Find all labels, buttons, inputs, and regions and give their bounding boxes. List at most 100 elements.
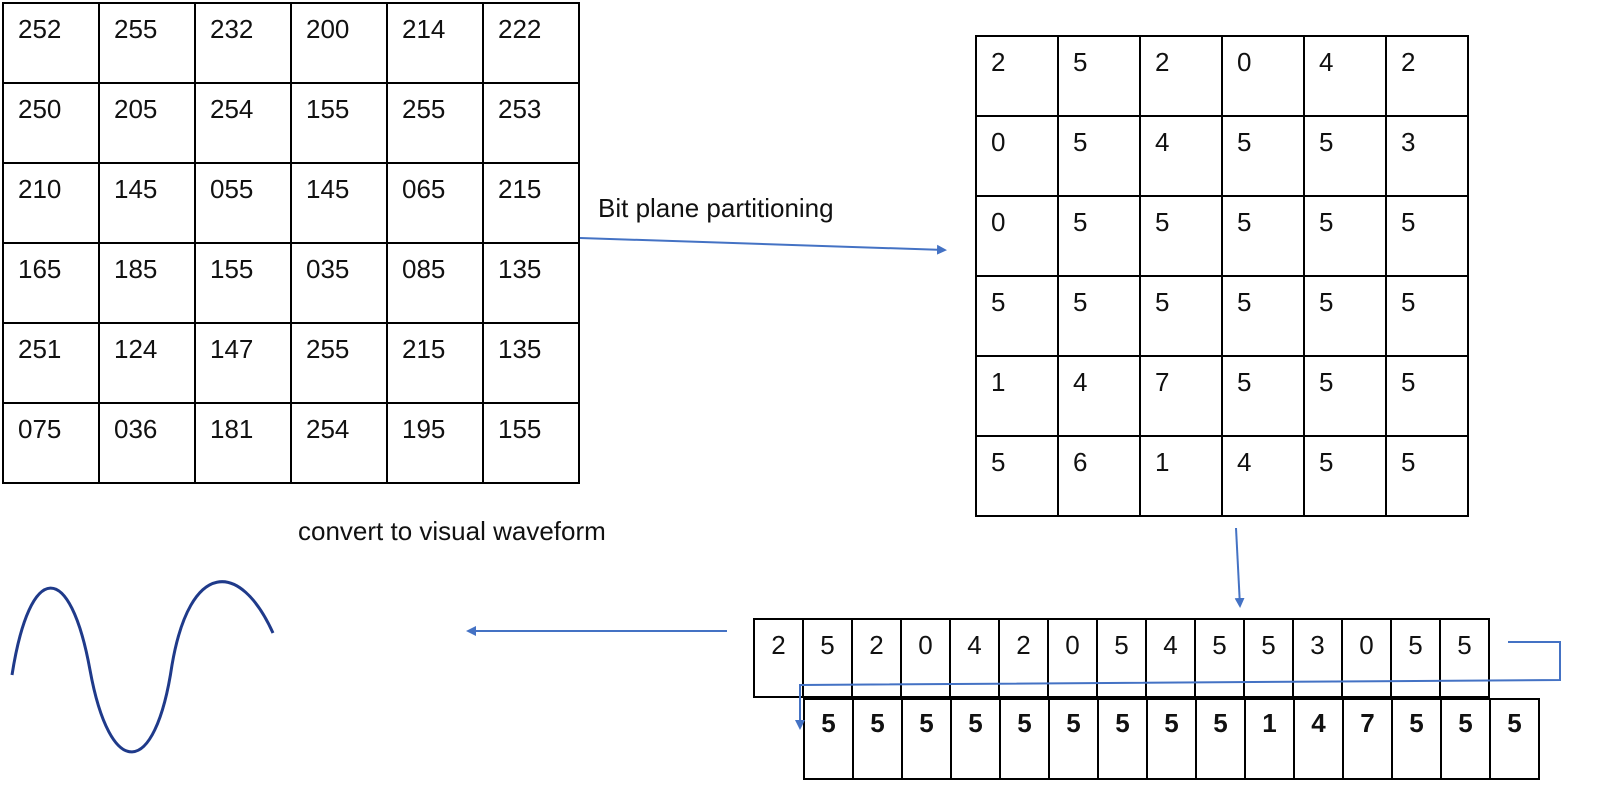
bit-plane-matrix-cell: 5 xyxy=(1057,115,1141,197)
bit-plane-matrix-cell-value: 2 xyxy=(991,47,1006,77)
bit-plane-matrix-cell: 5 xyxy=(1057,195,1141,277)
bit-plane-matrix-cell-value: 5 xyxy=(1401,287,1416,317)
input-matrix-cell: 214 xyxy=(386,2,484,84)
input-matrix-cell: 055 xyxy=(194,162,292,244)
input-matrix-cell: 255 xyxy=(98,2,196,84)
bit-plane-matrix-cell: 5 xyxy=(1221,195,1305,277)
bit-plane-matrix-cell: 5 xyxy=(1221,355,1305,437)
bit-plane-matrix-cell-value: 5 xyxy=(991,287,1006,317)
input-matrix-row: 165 185 155 035 085 135 xyxy=(2,242,580,324)
bit-plane-matrix-cell: 5 xyxy=(1139,275,1223,357)
input-matrix-cell-value: 255 xyxy=(114,14,158,44)
input-matrix-cell: 145 xyxy=(98,162,196,244)
bit-plane-matrix-cell: 5 xyxy=(1139,195,1223,277)
bit-plane-matrix-cell: 1 xyxy=(975,355,1059,437)
bit-plane-matrix-cell: 5 xyxy=(1385,275,1469,357)
bit-plane-matrix-cell: 5 xyxy=(1057,275,1141,357)
bit-plane-matrix-cell-value: 5 xyxy=(1073,287,1088,317)
input-matrix-cell-value: 232 xyxy=(210,14,254,44)
input-matrix-cell-value: 195 xyxy=(402,414,446,444)
input-matrix-cell-value: 214 xyxy=(402,14,446,44)
bit-plane-matrix-cell-value: 5 xyxy=(1155,287,1170,317)
input-matrix-row: 251 124 147 255 215 135 xyxy=(2,322,580,404)
bit-plane-matrix-cell-value: 5 xyxy=(1237,367,1252,397)
bit-plane-matrix-cell: 5 xyxy=(1221,115,1305,197)
bit-plane-matrix-cell-value: 7 xyxy=(1155,367,1170,397)
input-matrix-cell-value: 185 xyxy=(114,254,158,284)
bit-plane-matrix-cell: 7 xyxy=(1139,355,1223,437)
bit-plane-matrix-cell: 5 xyxy=(1303,275,1387,357)
input-matrix-cell-value: 165 xyxy=(18,254,62,284)
input-matrix-cell-value: 200 xyxy=(306,14,350,44)
bit-plane-matrix-cell-value: 2 xyxy=(1401,47,1416,77)
input-matrix-cell-value: 145 xyxy=(114,174,158,204)
bit-plane-matrix-cell-value: 1 xyxy=(991,367,1006,397)
bit-plane-matrix-cell-value: 0 xyxy=(1237,47,1252,77)
input-matrix-cell-value: 155 xyxy=(498,414,542,444)
bit-plane-matrix-cell-value: 5 xyxy=(991,447,1006,477)
input-matrix-cell-value: 215 xyxy=(402,334,446,364)
bit-plane-matrix-cell-value: 4 xyxy=(1073,367,1088,397)
input-matrix-cell: 215 xyxy=(386,322,484,404)
input-matrix-cell-value: 210 xyxy=(18,174,62,204)
input-matrix-cell-value: 255 xyxy=(402,94,446,124)
input-matrix-cell: 155 xyxy=(194,242,292,324)
input-matrix-cell-value: 035 xyxy=(306,254,350,284)
input-matrix-cell-value: 085 xyxy=(402,254,446,284)
input-matrix-cell: 250 xyxy=(2,82,100,164)
row-wrap-connector xyxy=(795,641,1561,730)
input-matrix-cell: 255 xyxy=(386,82,484,164)
bit-plane-matrix-cell: 5 xyxy=(1221,275,1305,357)
bit-plane-matrix-cell-value: 0 xyxy=(991,207,1006,237)
input-matrix-cell: 255 xyxy=(290,322,388,404)
sequence-row-1-cell: 5 xyxy=(1439,618,1490,698)
bit-plane-matrix-cell: 5 xyxy=(1303,435,1387,517)
input-matrix-cell: 222 xyxy=(482,2,580,84)
input-matrix-cell: 210 xyxy=(2,162,100,244)
input-matrix-cell-value: 075 xyxy=(18,414,62,444)
input-matrix-cell-value: 147 xyxy=(210,334,254,364)
bit-plane-matrix-cell-value: 5 xyxy=(1237,207,1252,237)
bit-plane-matrix-cell-value: 5 xyxy=(1073,207,1088,237)
input-matrix-cell: 254 xyxy=(194,82,292,164)
bit-plane-matrix-cell-value: 4 xyxy=(1155,127,1170,157)
input-matrix-cell-value: 145 xyxy=(306,174,350,204)
bit-plane-matrix-cell-value: 1 xyxy=(1155,447,1170,477)
sequence-row-2-cell: 5 xyxy=(1489,698,1540,780)
bit-plane-matrix-cell: 4 xyxy=(1139,115,1223,197)
bit-plane-matrix-cell: 4 xyxy=(1057,355,1141,437)
input-matrix-cell-value: 124 xyxy=(114,334,158,364)
bit-plane-matrix-cell-value: 0 xyxy=(991,127,1006,157)
input-matrix-cell: 035 xyxy=(290,242,388,324)
input-matrix-cell-value: 135 xyxy=(498,334,542,364)
input-matrix-cell: 124 xyxy=(98,322,196,404)
bit-plane-matrix-cell-value: 2 xyxy=(1155,47,1170,77)
bit-plane-matrix-cell: 6 xyxy=(1057,435,1141,517)
waveform-label: convert to visual waveform xyxy=(298,516,606,546)
input-matrix-cell-value: 181 xyxy=(210,414,254,444)
bit-plane-matrix-cell: 5 xyxy=(1303,355,1387,437)
input-matrix-cell-value: 135 xyxy=(498,254,542,284)
bit-plane-matrix-cell: 4 xyxy=(1303,35,1387,117)
input-matrix-cell-value: 222 xyxy=(498,14,542,44)
input-matrix-cell-value: 254 xyxy=(306,414,350,444)
input-matrix-cell-value: 205 xyxy=(114,94,158,124)
bit-plane-matrix-cell: 5 xyxy=(1385,435,1469,517)
input-matrix-cell: 135 xyxy=(482,242,580,324)
bit-plane-matrix-cell-value: 5 xyxy=(1319,127,1334,157)
bit-plane-matrix-cell-value: 6 xyxy=(1073,447,1088,477)
bit-plane-matrix-cell: 5 xyxy=(1303,115,1387,197)
input-matrix-cell: 251 xyxy=(2,322,100,404)
input-matrix-cell-value: 155 xyxy=(210,254,254,284)
bit-plane-matrix-cell-value: 5 xyxy=(1319,447,1334,477)
